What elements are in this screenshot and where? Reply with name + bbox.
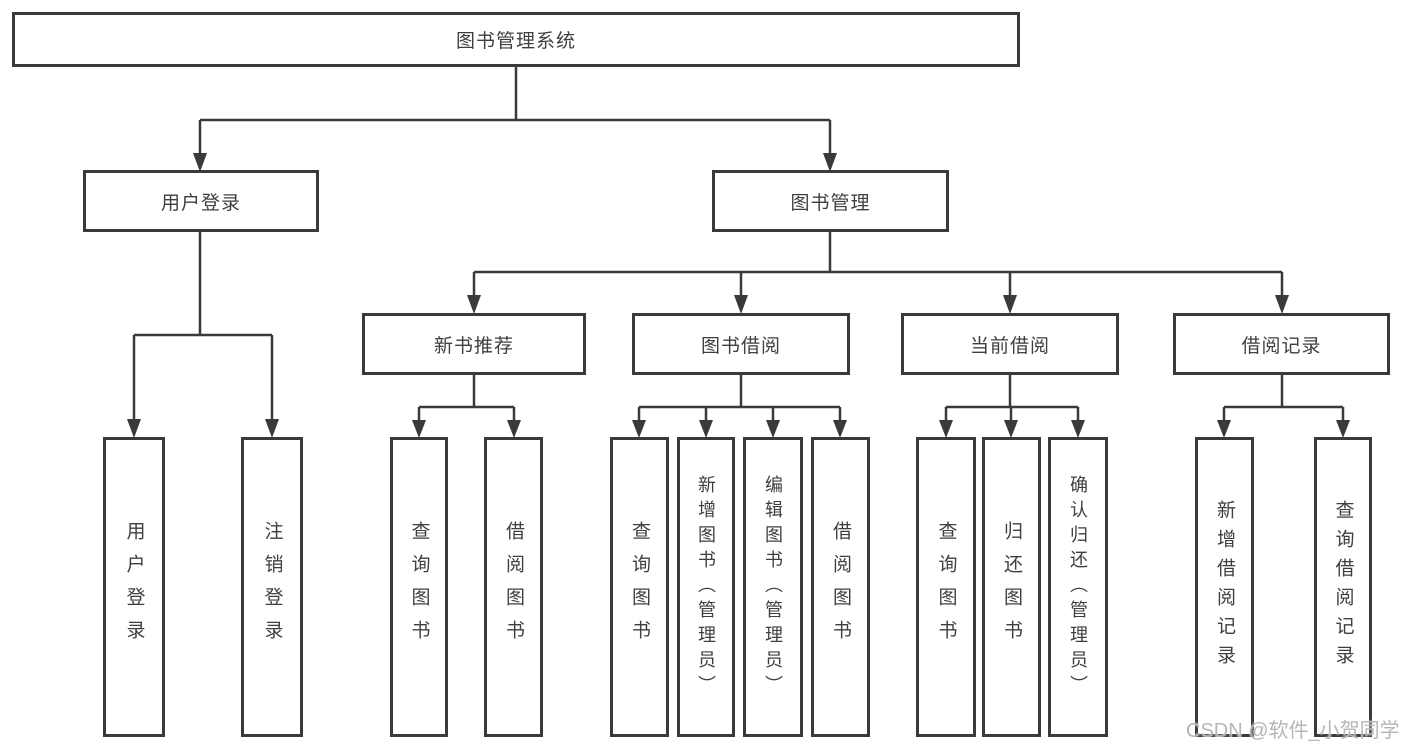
node-user-login: 用户登录 [83,170,319,232]
watermark: CSDN @软件_小贺同学 [1186,720,1400,742]
leaf-confirm-return-admin: 确认归还（管理员） [1048,437,1108,737]
leaf-return-books: 归还图书 [982,437,1041,737]
node-book-management: 图书管理 [712,170,949,232]
leaf-add-books-admin: 新增图书（管理员） [677,437,735,737]
leaf-query-books-current: 查询图书 [916,437,976,737]
node-current-borrow-label: 当前借阅 [969,335,1050,357]
node-borrow-records-label: 借阅记录 [1241,335,1322,357]
leaf-query-books-borrow: 查询图书 [610,437,669,737]
leaf-query-books-recommend: 查询图书 [390,437,448,737]
leaf-logout: 注销登录 [241,437,303,737]
node-root-label: 图书管理系统 [455,31,576,52]
node-new-book-recommend: 新书推荐 [362,313,586,375]
leaf-borrow-books: 借阅图书 [811,437,870,737]
node-book-borrow: 图书借阅 [632,313,850,375]
leaf-query-borrow-record: 查询借阅记录 [1314,437,1372,737]
node-borrow-records: 借阅记录 [1173,313,1390,375]
leaf-borrow-books-recommend: 借阅图书 [484,437,543,737]
node-book-management-label: 图书管理 [790,192,871,214]
leaf-edit-books-admin: 编辑图书（管理员） [743,437,803,737]
node-book-borrow-label: 图书借阅 [700,335,781,357]
node-current-borrow: 当前借阅 [901,313,1119,375]
node-new-book-recommend-label: 新书推荐 [433,335,514,357]
node-user-login-label: 用户登录 [160,192,241,214]
leaf-add-borrow-record: 新增借阅记录 [1195,437,1254,737]
node-root: 图书管理系统 [12,12,1020,67]
leaf-user-login: 用户登录 [103,437,165,737]
